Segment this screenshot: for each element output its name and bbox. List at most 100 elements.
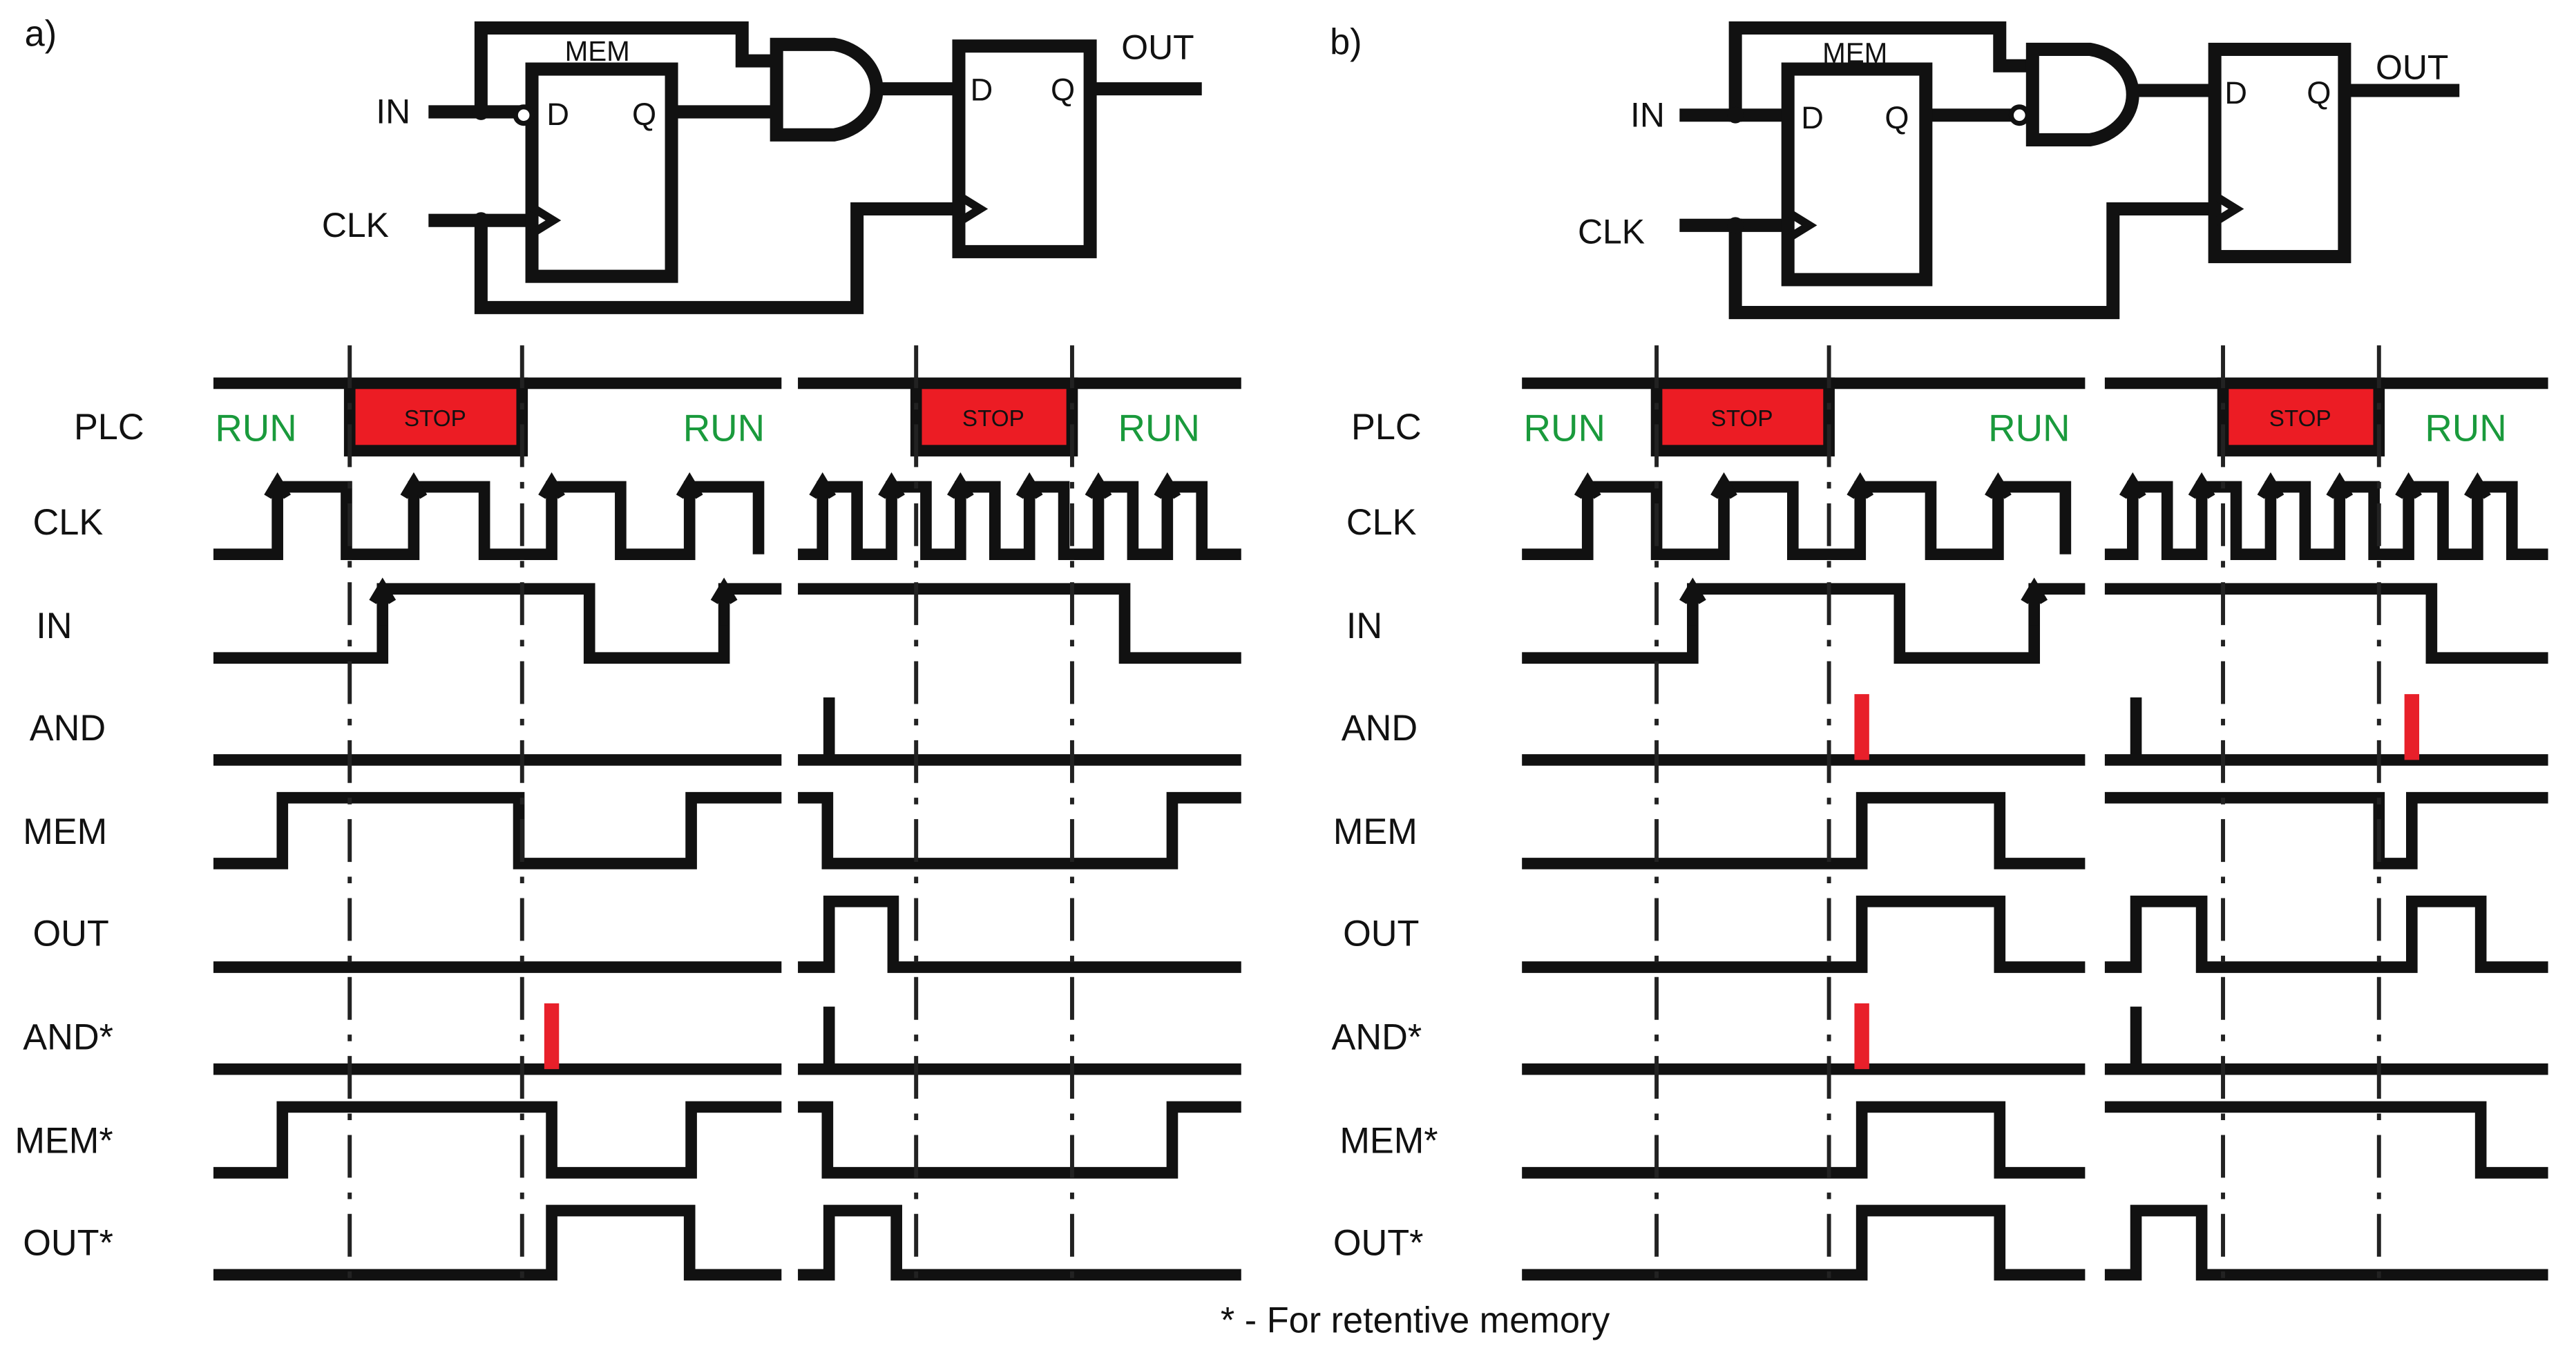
label-plc-b: PLC <box>1351 407 1422 447</box>
q1-label-b: Q <box>1885 100 1909 135</box>
stop-box-b1 <box>1650 377 1835 456</box>
mem-wave-b2 <box>2104 791 2548 869</box>
mem-flipflop-a <box>525 62 678 283</box>
stop-b1: STOP <box>1711 406 1773 432</box>
in-wave-b2 <box>2104 583 2548 664</box>
signal-labels-b: PLC CLK IN AND MEM OUT AND* MEM* OUT* <box>1331 407 1438 1263</box>
clk-label: CLK <box>322 206 389 244</box>
mem-wave-b1 <box>1522 791 2086 869</box>
panel-b: b) MEM D Q IN CLK D Q OUT <box>1330 21 2548 1290</box>
q2-label-b: Q <box>2307 75 2331 110</box>
label-out-retentive-b: OUT* <box>1333 1223 1424 1263</box>
and-wave-b2 <box>2104 697 2548 766</box>
label-clk: CLK <box>33 503 104 543</box>
out-label-b: OUT <box>2376 48 2448 86</box>
run-a2: RUN <box>683 406 765 449</box>
run-a1: RUN <box>215 406 296 449</box>
out-wave-b1 <box>1522 895 2086 973</box>
label-in: IN <box>36 606 72 646</box>
d1-label-b: D <box>1801 100 1824 135</box>
and-input-inversion-bubble <box>2008 104 2030 126</box>
clk-wave-a1 <box>213 481 765 561</box>
q2-label: Q <box>1051 72 1075 107</box>
d2-label-b: D <box>2224 75 2247 110</box>
label-mem-retentive: MEM* <box>15 1122 113 1162</box>
label-clk-b: CLK <box>1346 503 1417 543</box>
out-wave-b2 <box>2104 895 2548 973</box>
label-and-b: AND <box>1342 709 1418 749</box>
clock-triangle-1-b <box>1786 209 1817 242</box>
label-mem: MEM <box>23 812 107 852</box>
and-ret-wave-b2 <box>2104 1006 2548 1075</box>
d2-label: D <box>971 72 993 107</box>
clk-wave-b2 <box>2104 481 2548 561</box>
in-wave-a1 <box>213 583 782 664</box>
junction-in <box>473 104 490 120</box>
mem-ret-wave-b1 <box>1522 1101 2086 1179</box>
out-ret-wave-b2 <box>2104 1204 2548 1281</box>
clock-triangle-2 <box>956 192 989 226</box>
stop-b2: STOP <box>2269 406 2331 432</box>
in-edge-arrows-b1 <box>1679 577 2048 626</box>
out-ret-wave-a1 <box>213 1204 782 1281</box>
label-mem-retentive-b: MEM* <box>1339 1122 1438 1162</box>
run-a3: RUN <box>1118 406 1200 449</box>
wire-clk-return <box>474 202 966 314</box>
out-flipflop-a <box>952 39 1097 258</box>
in-edge-arrows-a1 <box>369 577 738 626</box>
and-gate-a <box>770 37 884 142</box>
stop-a2: STOP <box>962 406 1024 432</box>
mem-ret-wave-a2 <box>798 1101 1241 1179</box>
clk-edge-arrows-b2 <box>2119 472 2491 523</box>
clk-label-b: CLK <box>1578 212 1645 251</box>
stop-box-a2 <box>910 377 1078 456</box>
wire-clk-return-b <box>1728 202 2222 320</box>
label-and-retentive-b: AND* <box>1331 1018 1422 1058</box>
in-label: IN <box>376 93 410 131</box>
stop-box-b2 <box>2217 377 2385 456</box>
waveforms-b <box>1522 472 2548 1281</box>
plc-bar-b: RUN STOP RUN STOP RUN <box>1522 377 2548 456</box>
plc-bar-a: RUN STOP RUN STOP RUN <box>213 377 1241 456</box>
run-b1: RUN <box>1524 406 1605 449</box>
circuit-a: MEM D Q IN CLK D Q OUT <box>322 21 1202 314</box>
and-gate-b <box>2025 42 2139 146</box>
mem-ret-wave-b2 <box>2104 1101 2548 1179</box>
clk-wave-b1 <box>1522 481 2072 561</box>
out-ret-wave-a2 <box>798 1204 1241 1281</box>
and-wave-a2 <box>798 697 1241 766</box>
mem-wave-a1 <box>213 791 782 869</box>
label-out-b: OUT <box>1343 914 1419 954</box>
out-flipflop-b <box>2208 42 2351 264</box>
clock-triangle-1 <box>529 204 562 238</box>
stop-a1: STOP <box>404 406 466 432</box>
label-out-retentive: OUT* <box>23 1223 113 1263</box>
panel-a: a) MEM D Q IN CLK D <box>15 15 1241 1290</box>
label-out: OUT <box>33 914 109 954</box>
run-b2: RUN <box>1988 406 2070 449</box>
in-label-b: IN <box>1630 95 1665 134</box>
label-plc: PLC <box>74 407 144 447</box>
out-wave-a2 <box>798 895 1241 973</box>
label-mem-b: MEM <box>1333 812 1418 852</box>
and-ret-wave-a2 <box>798 1006 1241 1075</box>
signal-labels-a: PLC CLK IN AND MEM OUT AND* MEM* OUT* <box>15 407 144 1263</box>
junction-in-b <box>1727 106 1744 124</box>
mem-ret-wave-a1 <box>213 1101 782 1179</box>
junction-clk-b <box>1727 217 1744 234</box>
wire-feedback-top <box>474 21 783 119</box>
in-wave-b1 <box>1522 583 2086 664</box>
in-wave-a2 <box>798 583 1241 664</box>
panel-a-label: a) <box>25 15 57 55</box>
panel-b-label: b) <box>1330 23 1362 63</box>
footnote: * - For retentive memory <box>1221 1300 1610 1340</box>
wire-feedback-top-b <box>1728 21 2039 122</box>
clk-edge-arrows-a1 <box>264 472 703 523</box>
d-input-inversion-bubble <box>513 104 535 126</box>
label-in-b: IN <box>1346 606 1382 646</box>
clock-triangle-2-b <box>2213 192 2244 226</box>
clk-wave-a2 <box>798 481 1241 561</box>
mem-flipflop-b <box>1781 62 1933 287</box>
label-and-retentive: AND* <box>23 1018 113 1058</box>
